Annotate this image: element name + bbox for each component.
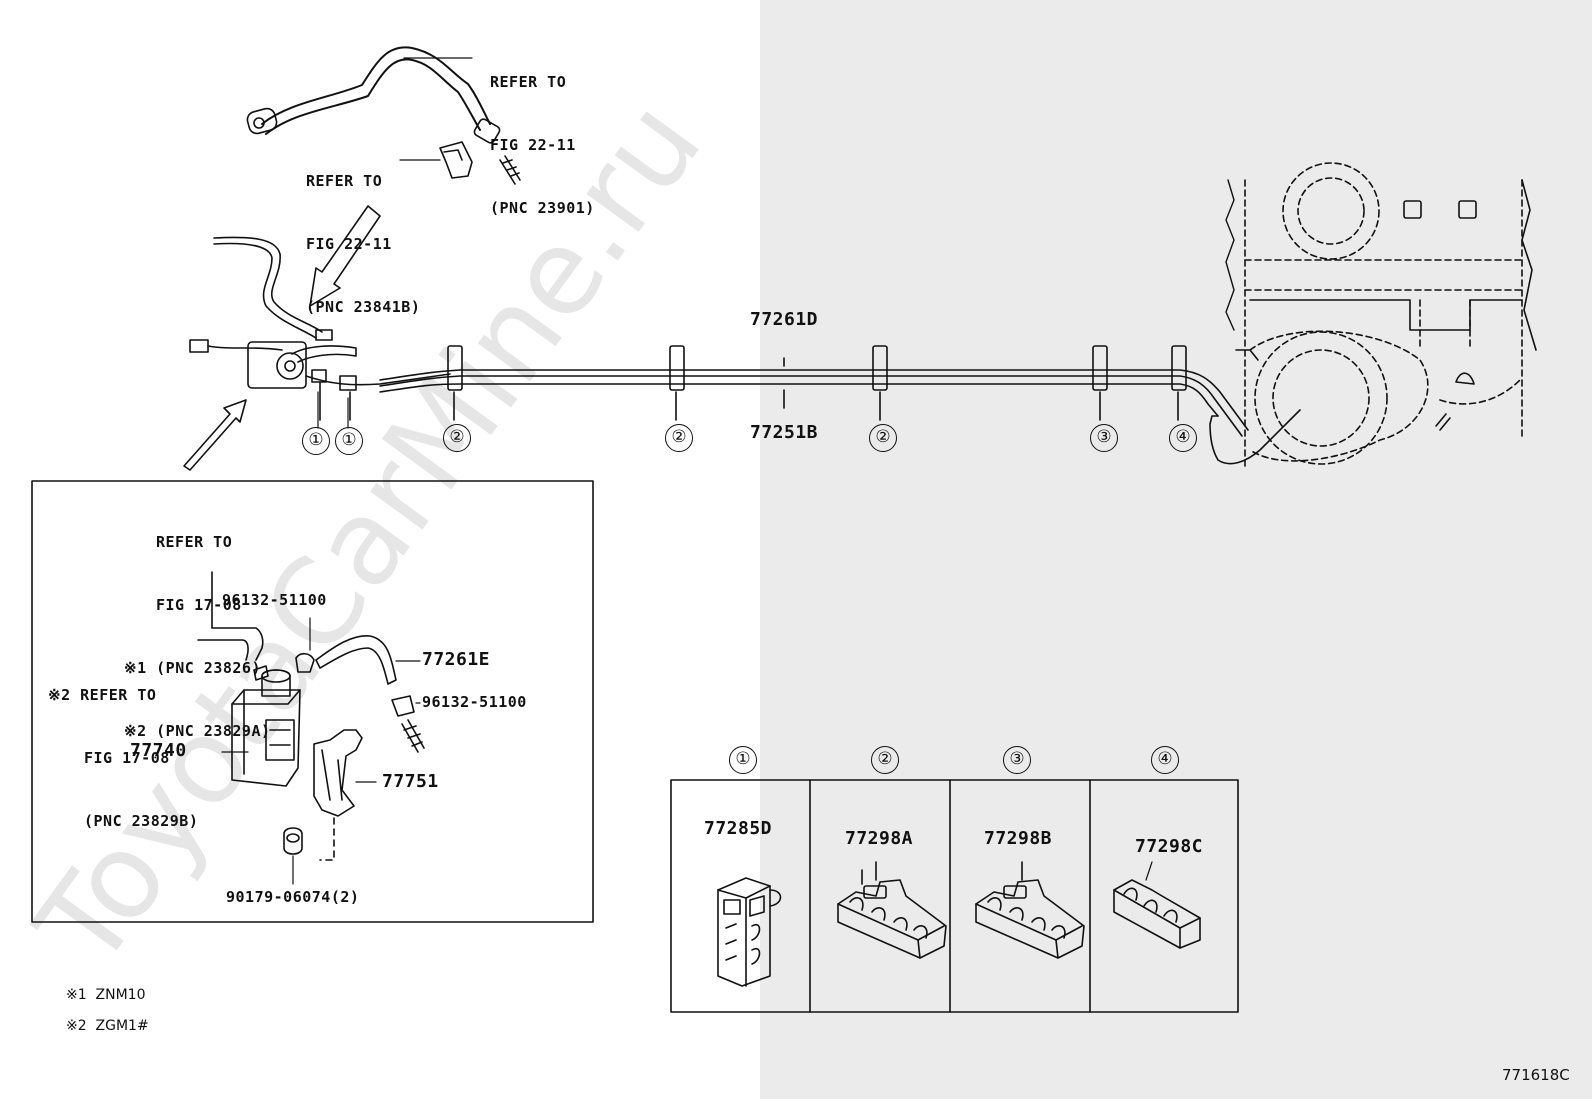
inset-hose-parts bbox=[197, 571, 425, 753]
ref-line: REFER TO bbox=[156, 533, 233, 551]
note-2: ※2 ZGM1# bbox=[66, 1018, 149, 1034]
arrow-indicator bbox=[183, 205, 381, 471]
ref-label-17-08: REFER TO FIG 17-08 ※1 (PNC 23826) ※2 (PN… bbox=[124, 490, 271, 763]
clamp-77285D-drawing bbox=[717, 877, 782, 987]
fuel-tank-details bbox=[1225, 179, 1537, 431]
clamp-77298B-drawing bbox=[975, 861, 1085, 959]
ref-line: (PNC 23829B) bbox=[84, 812, 199, 830]
part-77298B: 77298B bbox=[984, 828, 1053, 849]
callout-clamp-4: ④ bbox=[1169, 424, 1197, 452]
clamp-table-frame bbox=[670, 779, 1239, 1013]
part-77261D: 77261D bbox=[750, 309, 819, 330]
table-header-1: ① bbox=[729, 746, 757, 774]
clamp-77298A-drawing bbox=[837, 861, 947, 959]
callout-clamp-2: ② bbox=[665, 424, 693, 452]
callout-clamp-2: ② bbox=[443, 424, 471, 452]
callout-clamp-1: ① bbox=[302, 427, 330, 455]
part-96132-51100-upper: 96132-51100 bbox=[222, 591, 327, 609]
part-77285D: 77285D bbox=[704, 818, 773, 839]
canister-bracket bbox=[313, 729, 377, 861]
ref-line: FIG 17-08 bbox=[156, 596, 242, 614]
ref-label-23841B: REFER TO FIG 22-11 (PNC 23841B) bbox=[306, 129, 420, 339]
ref-line: (PNC 23841B) bbox=[306, 298, 421, 316]
part-90179-06074: 90179-06074(2) bbox=[226, 888, 360, 906]
ref-line: ※1 (PNC 23826) bbox=[124, 659, 261, 677]
ref-line: ※2 REFER TO bbox=[48, 686, 157, 704]
part-77298A: 77298A bbox=[845, 828, 914, 849]
shaded-region bbox=[760, 0, 1592, 1099]
figure-code: 771618C bbox=[1502, 1066, 1570, 1084]
tube-clamp bbox=[447, 345, 1187, 421]
inset-frame bbox=[31, 480, 594, 923]
table-header-4: ④ bbox=[1151, 746, 1179, 774]
ref-line: ※2 (PNC 23829A) bbox=[124, 722, 271, 740]
clamp-77298C-drawing bbox=[1113, 861, 1201, 949]
ref-line: REFER TO bbox=[306, 172, 383, 190]
part-77740: 77740 bbox=[130, 740, 187, 761]
ref-line: FIG 22-11 bbox=[306, 235, 392, 253]
part-77298C: 77298C bbox=[1135, 836, 1204, 857]
part-96132-51100-lower: 96132-51100 bbox=[422, 693, 527, 711]
part-77251B: 77251B bbox=[750, 422, 819, 443]
leader-line bbox=[317, 391, 349, 429]
note-1: ※1 ZNM10 bbox=[66, 987, 146, 1003]
fuel-tank-outline bbox=[1244, 162, 1523, 471]
ref-line: FIG 17-08 bbox=[84, 749, 170, 767]
ref-line: FIG 22-11 bbox=[490, 136, 576, 154]
charcoal-canister bbox=[221, 665, 301, 787]
callout-clamp-1: ① bbox=[335, 427, 363, 455]
vacuum-hose-top bbox=[246, 46, 521, 185]
ref-label-23901: REFER TO FIG 22-11 (PNC 23901) bbox=[490, 30, 595, 240]
callout-clamp-3: ③ bbox=[1090, 424, 1118, 452]
bolt bbox=[283, 827, 303, 885]
ref-label-23829B: ※2 REFER TO FIG 17-08 (PNC 23829B) bbox=[48, 643, 198, 853]
part-77261E: 77261E bbox=[422, 649, 491, 670]
part-77751: 77751 bbox=[382, 771, 439, 792]
table-header-2: ② bbox=[871, 746, 899, 774]
ref-line: (PNC 23901) bbox=[490, 199, 595, 217]
table-header-3: ③ bbox=[1003, 746, 1031, 774]
fuel-tube-main bbox=[379, 369, 1301, 465]
callout-clamp-2: ② bbox=[869, 424, 897, 452]
ref-line: REFER TO bbox=[490, 73, 567, 91]
canister-assembly-small bbox=[189, 236, 451, 421]
